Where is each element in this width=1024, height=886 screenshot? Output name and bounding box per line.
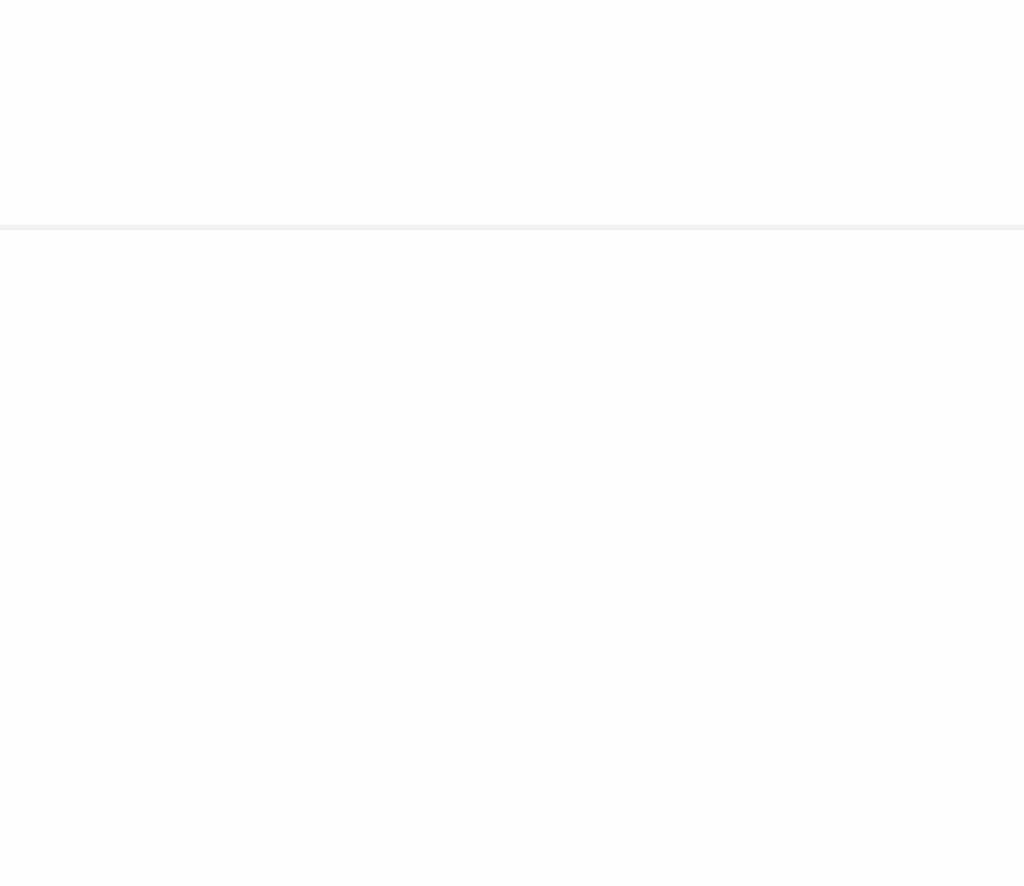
divider xyxy=(0,225,1024,230)
header-area xyxy=(0,0,1024,225)
blank-content-area xyxy=(0,230,1024,886)
